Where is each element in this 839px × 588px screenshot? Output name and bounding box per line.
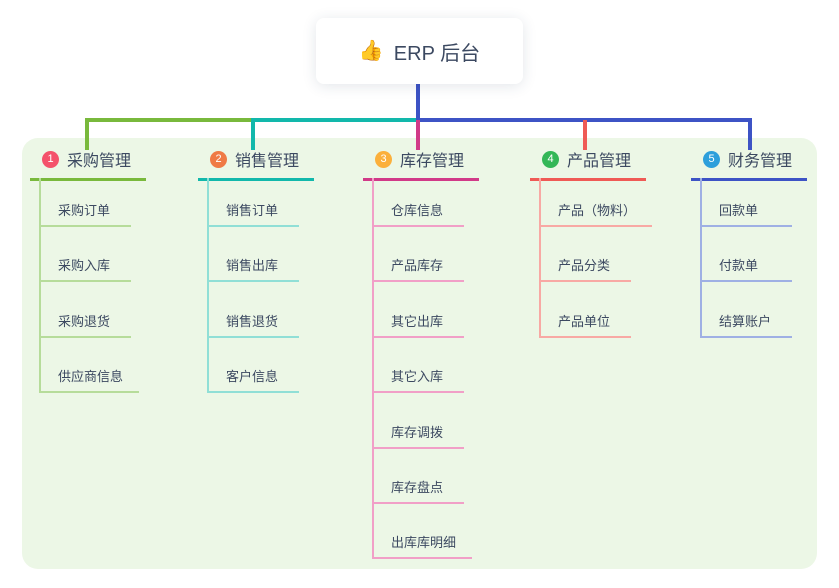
root-node-label: ERP 后台 bbox=[393, 42, 481, 65]
branch-label: 销售管理 bbox=[235, 153, 300, 170]
connector-drop-branch-5 bbox=[748, 120, 752, 150]
branch-number-badge: 4 bbox=[542, 150, 559, 168]
connector-rail-branch-2 bbox=[251, 118, 420, 122]
branch-label: 采购管理 bbox=[67, 153, 132, 170]
connector-drop-branch-4 bbox=[583, 120, 587, 150]
child-node[interactable]: 产品（物料） bbox=[541, 178, 653, 227]
connector-root-stem bbox=[416, 84, 420, 122]
branch-number-badge: 1 bbox=[42, 150, 59, 168]
branch-label: 产品管理 bbox=[567, 153, 632, 170]
child-node[interactable]: 采购退货 bbox=[41, 282, 131, 338]
branch-children-3: 仓库信息产品库存其它出库其它入库库存调拨库存盘点出库库明细 bbox=[372, 178, 473, 560]
connector-drop-branch-3 bbox=[416, 120, 420, 150]
child-node[interactable]: 其它入库 bbox=[374, 338, 464, 394]
child-node[interactable]: 其它出库 bbox=[374, 282, 464, 338]
child-node[interactable]: 销售退货 bbox=[209, 282, 299, 338]
branch-children-5: 回款单付款单结算账户 bbox=[700, 178, 792, 338]
child-node[interactable]: 结算账户 bbox=[702, 282, 792, 338]
child-node[interactable]: 产品库存 bbox=[374, 227, 464, 283]
child-node[interactable]: 仓库信息 bbox=[374, 178, 464, 227]
child-node[interactable]: 客户信息 bbox=[209, 338, 299, 394]
thumbs-up-icon: 👍 bbox=[358, 40, 384, 62]
branch-node-4[interactable]: 4 产品管理 bbox=[530, 147, 646, 181]
child-node[interactable]: 销售订单 bbox=[209, 178, 299, 227]
branch-number-badge: 2 bbox=[210, 150, 227, 168]
child-node[interactable]: 出库库明细 bbox=[374, 504, 473, 560]
branch-number-badge: 5 bbox=[703, 150, 720, 168]
child-node[interactable]: 产品分类 bbox=[541, 227, 631, 283]
child-node[interactable]: 采购入库 bbox=[41, 227, 131, 283]
branch-children-1: 采购订单采购入库采购退货供应商信息 bbox=[39, 178, 140, 394]
branch-node-3[interactable]: 3 库存管理 bbox=[363, 147, 479, 181]
branch-node-5[interactable]: 5 财务管理 bbox=[691, 147, 807, 181]
branch-label: 库存管理 bbox=[400, 153, 465, 170]
branch-node-2[interactable]: 2 销售管理 bbox=[198, 147, 314, 181]
branches-panel bbox=[22, 138, 817, 569]
root-node-erp-backend[interactable]: 👍 ERP 后台 bbox=[316, 18, 523, 84]
child-node[interactable]: 采购订单 bbox=[41, 178, 131, 227]
child-node[interactable]: 回款单 bbox=[702, 178, 792, 227]
branch-label: 财务管理 bbox=[728, 153, 793, 170]
child-node[interactable]: 销售出库 bbox=[209, 227, 299, 283]
connector-drop-branch-1 bbox=[85, 120, 89, 150]
branch-number-badge: 3 bbox=[375, 150, 392, 168]
child-node[interactable]: 供应商信息 bbox=[41, 338, 140, 394]
branch-children-2: 销售订单销售出库销售退货客户信息 bbox=[207, 178, 299, 394]
connector-rail-branch-1 bbox=[85, 118, 255, 122]
branch-children-4: 产品（物料）产品分类产品单位 bbox=[539, 178, 653, 338]
child-node[interactable]: 库存调拨 bbox=[374, 393, 464, 449]
connector-drop-branch-2 bbox=[251, 120, 255, 150]
branch-node-1[interactable]: 1 采购管理 bbox=[30, 147, 146, 181]
child-node[interactable]: 付款单 bbox=[702, 227, 792, 283]
child-node[interactable]: 库存盘点 bbox=[374, 449, 464, 504]
child-node[interactable]: 产品单位 bbox=[541, 282, 631, 338]
